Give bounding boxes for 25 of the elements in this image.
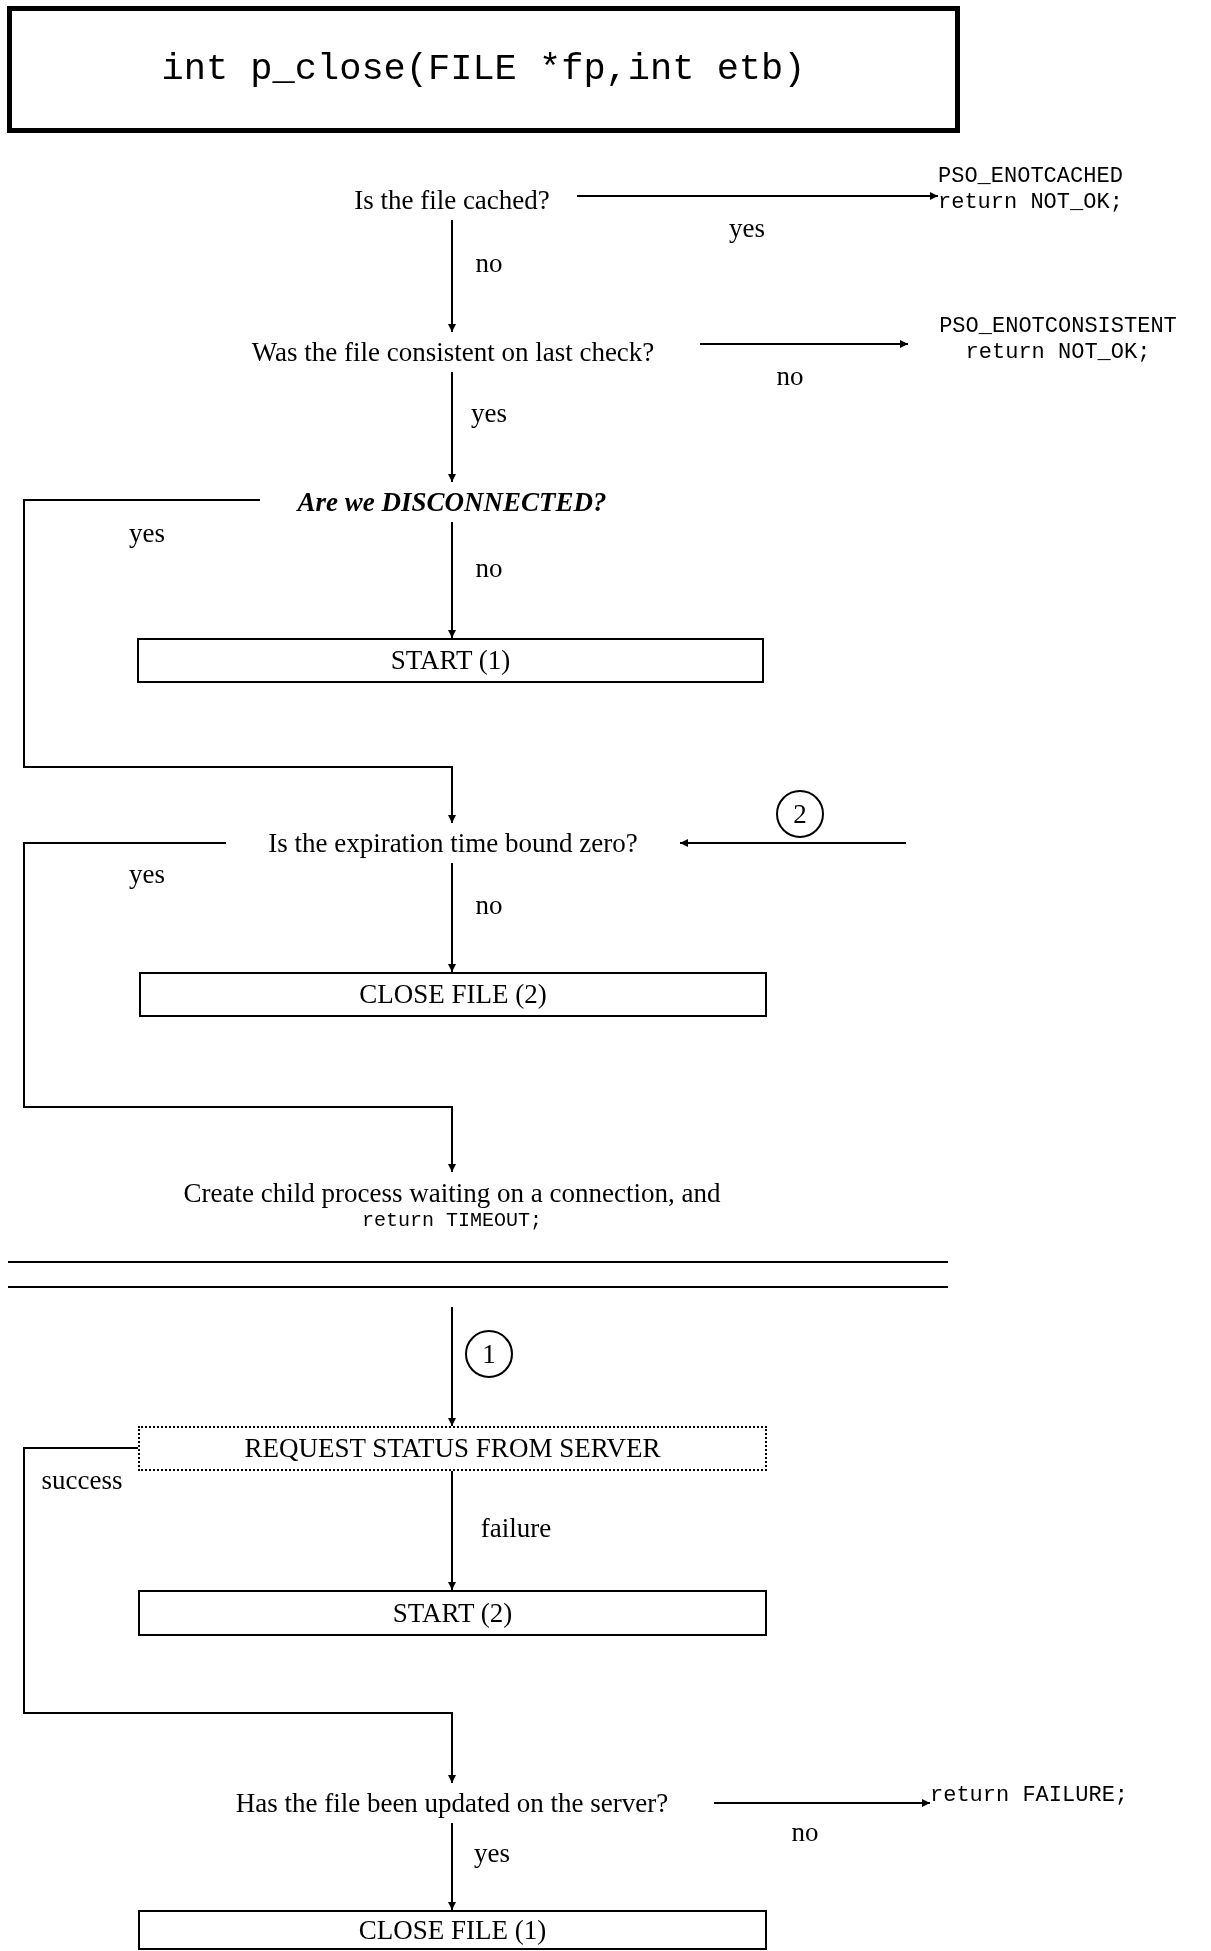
arrow [699, 340, 909, 348]
process-box: CLOSE FILE (1) [138, 1910, 767, 1950]
arrow [23, 842, 456, 1173]
arrow [23, 499, 456, 824]
arrow [448, 371, 456, 483]
arrow [448, 521, 456, 639]
return-code-text: return NOT_OK; [964, 340, 1152, 366]
arrow [448, 1822, 456, 1911]
arrow [713, 1799, 931, 1807]
process-box: REQUEST STATUS FROM SERVER [138, 1426, 767, 1471]
arrow [448, 1306, 456, 1427]
return-code-text: return FAILURE; [930, 1783, 1130, 1809]
arrow [23, 1447, 456, 1784]
process-box: START (2) [138, 1590, 767, 1636]
return-code-text: PSO_ENOTCACHED [938, 164, 1124, 190]
process-box: CLOSE FILE (2) [139, 972, 767, 1017]
arrow [576, 192, 939, 200]
arrow [448, 862, 456, 973]
return-code-text: return NOT_OK; [938, 190, 1124, 216]
arrow [679, 839, 907, 847]
title-box: int p_close(FILE *fp,int etb) [7, 6, 960, 133]
arrow [448, 1470, 456, 1591]
process-box: START (1) [137, 638, 764, 683]
arrow [448, 219, 456, 333]
return-code-text: PSO_ENOTCONSISTENT [938, 314, 1178, 340]
